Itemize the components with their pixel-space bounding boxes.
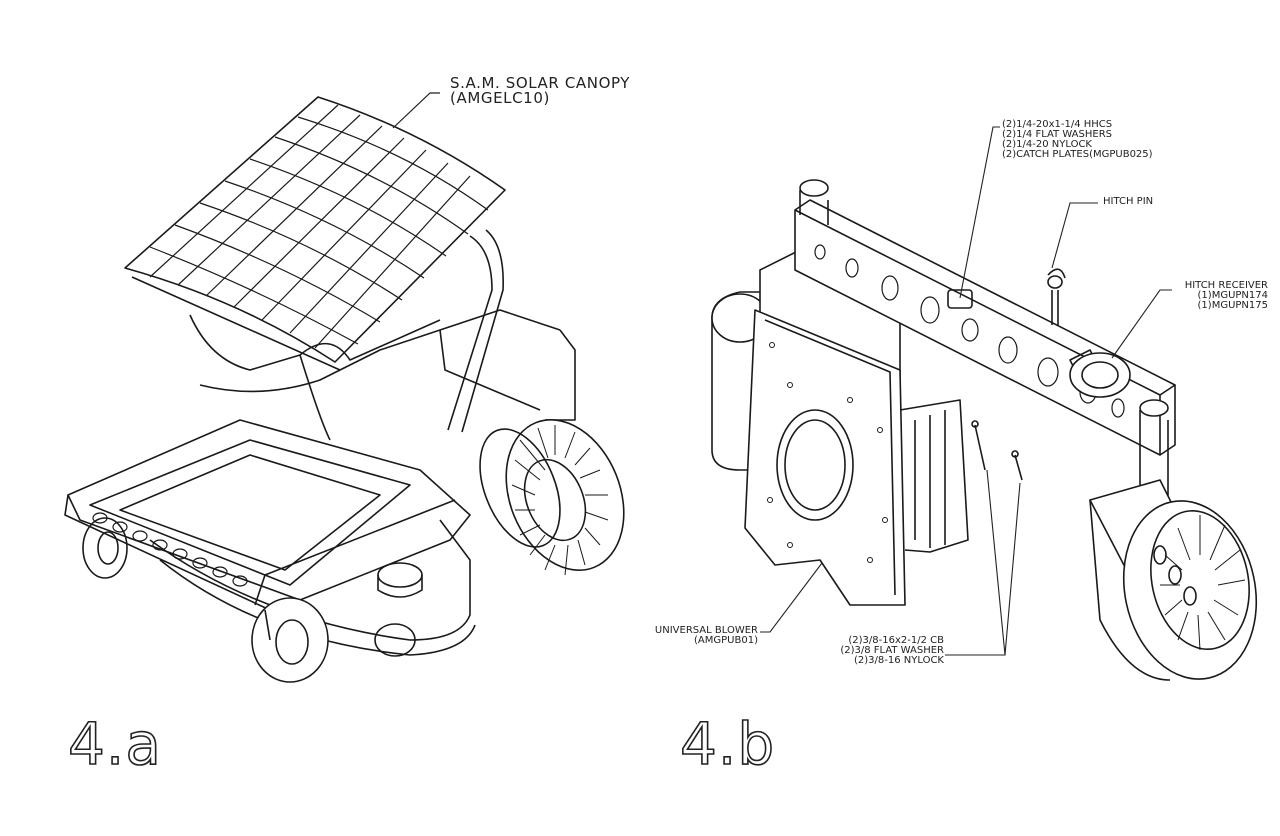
hitch-receiver-part-1: (1)MGUPN174 (1197, 290, 1268, 301)
figure-label-4a: 4.a (67, 709, 162, 779)
figure-label-4b: 4.b (679, 709, 776, 779)
solar-canopy-name: S.A.M. SOLAR CANOPY (450, 74, 631, 92)
top-hardware-line-3: (2)1/4-20 NYLOCK (1002, 139, 1092, 150)
solar-canopy-part-number: (AMGELC10) (450, 89, 550, 107)
top-hardware-callout: (2)1/4-20x1-1/4 HHCS (2)1/4 FLAT WASHERS… (1002, 120, 1153, 160)
hitch-receiver-callout: HITCH RECEIVER (1)MGUPN174 (1)MGUPN175 (1176, 281, 1268, 311)
bottom-hardware-line-2: (2)3/8 FLAT WASHER (840, 645, 944, 656)
top-hardware-line-4: (2)CATCH PLATES(MGPUB025) (1002, 149, 1153, 160)
top-hardware-line-2: (2)1/4 FLAT WASHERS (1002, 129, 1113, 140)
top-hardware-line-1: (2)1/4-20x1-1/4 HHCS (1002, 119, 1113, 130)
universal-blower-part-number: (AMGPUB01) (694, 635, 758, 646)
hitch-receiver-title: HITCH RECEIVER (1184, 280, 1268, 291)
hitch-pin-callout: HITCH PIN (1103, 196, 1154, 207)
bottom-hardware-callout: (2)3/8-16x2-1/2 CB (2)3/8 FLAT WASHER (2… (822, 636, 944, 666)
bottom-hardware-line-1: (2)3/8-16x2-1/2 CB (848, 635, 944, 646)
universal-blower-name: UNIVERSAL BLOWER (654, 625, 758, 636)
hitch-receiver-part-2: (1)MGUPN175 (1197, 300, 1268, 311)
solar-canopy-callout: S.A.M. SOLAR CANOPY (AMGELC10) (450, 76, 630, 106)
bottom-hardware-line-3: (2)3/8-16 NYLOCK (854, 655, 944, 666)
universal-blower-callout: UNIVERSAL BLOWER (AMGPUB01) (628, 626, 758, 646)
